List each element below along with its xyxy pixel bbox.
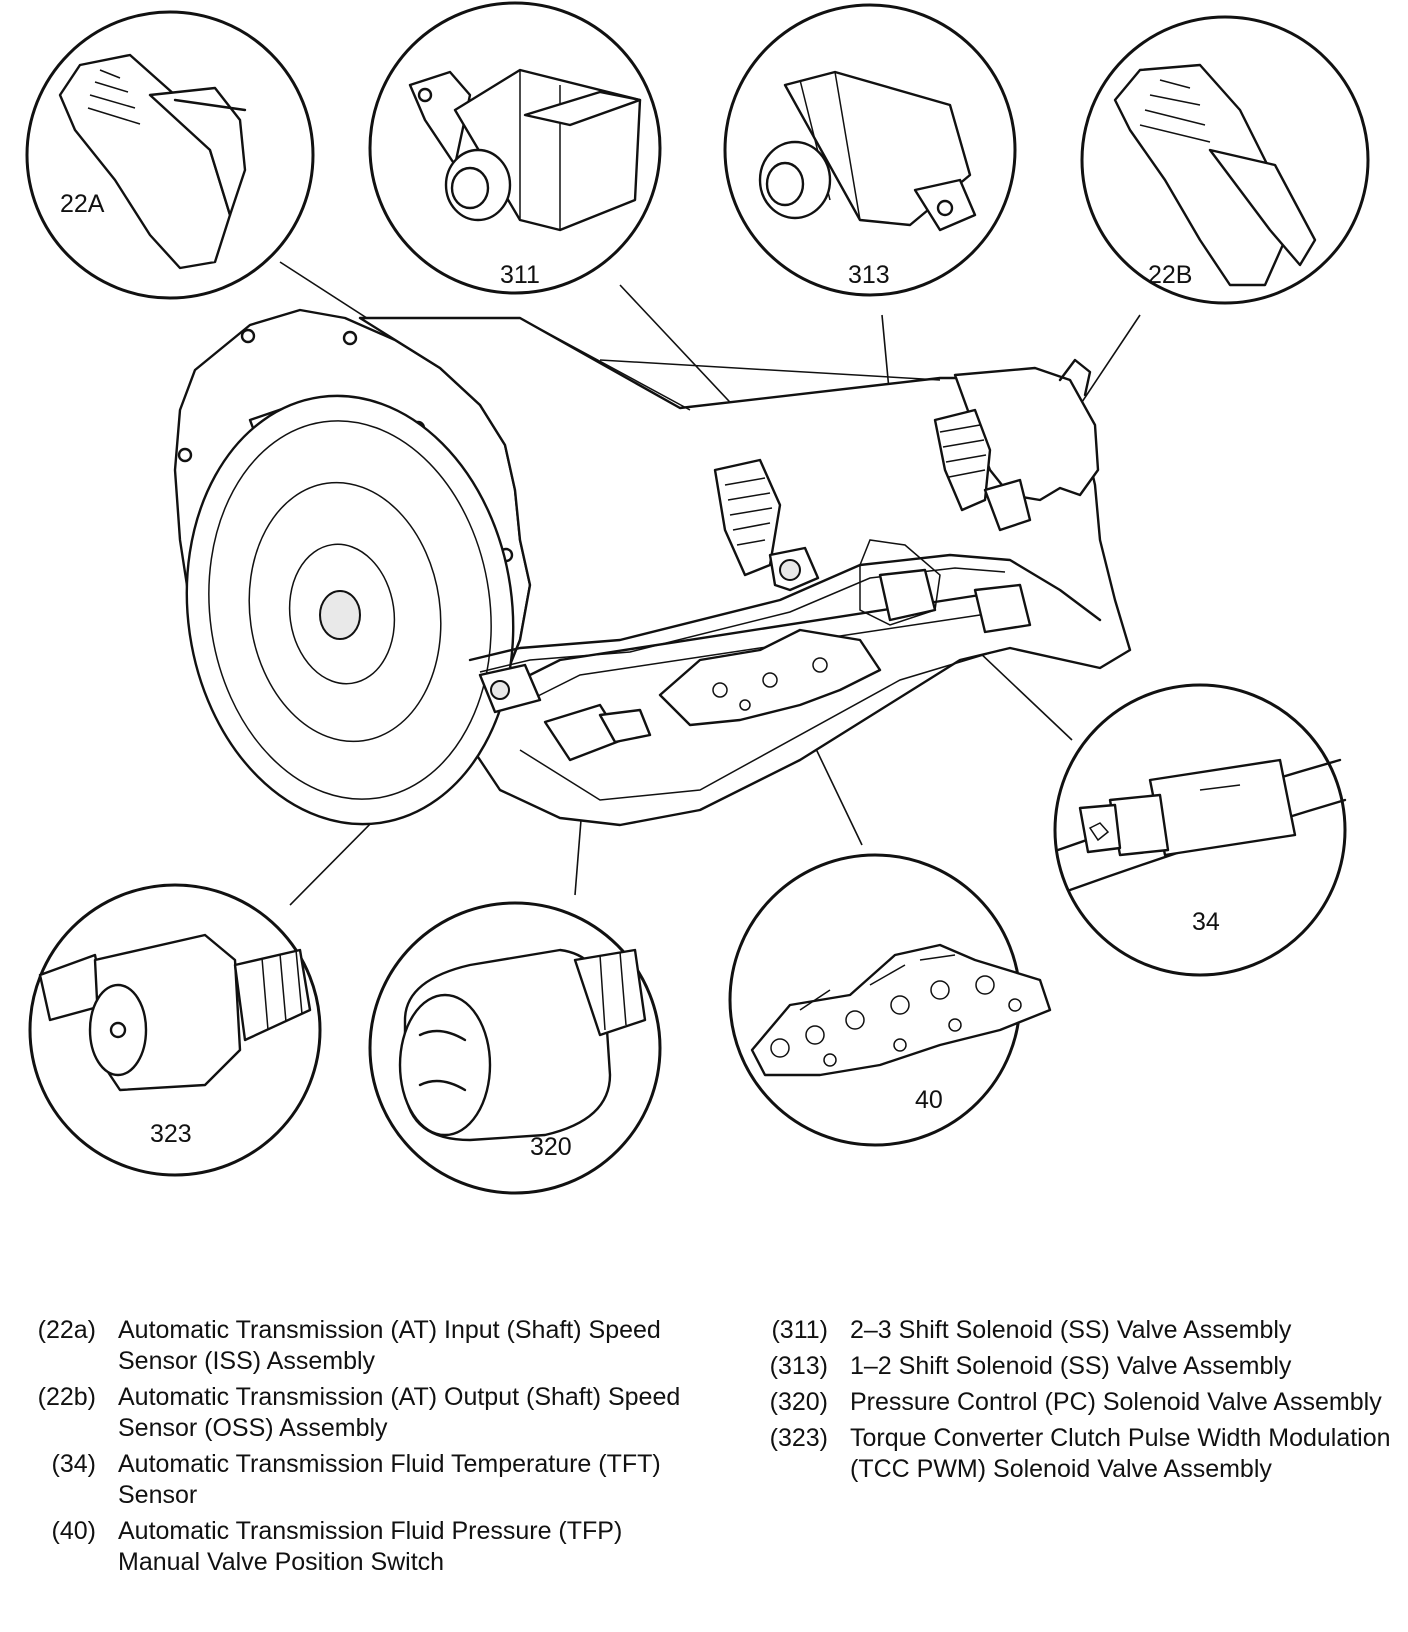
legend-number: (22b) [37,1383,96,1411]
detail-323-tcc-pwm-solenoid: 323 [28,883,322,1177]
legend-item-22a: (22a) Automatic Transmission (AT) Input … [6,1315,696,1377]
legend-text: Automatic Transmission Fluid Temperature… [118,1450,661,1509]
legend-text: Pressure Control (PC) Solenoid Valve Ass… [850,1388,1382,1416]
legend-number: (313) [769,1352,828,1380]
detail-22b-output-speed-sensor: 22B [1080,15,1370,305]
callout-320: 320 [530,1133,572,1161]
detail-320-pc-solenoid: 320 [368,901,662,1195]
legend-item-323: (323) Torque Converter Clutch Pulse Widt… [755,1423,1395,1485]
manual-valve-position-switch-installed [658,628,882,727]
legend-text: 1–2 Shift Solenoid (SS) Valve Assembly [850,1352,1292,1380]
legend-number: (320) [769,1388,828,1416]
callout-311: 311 [500,261,540,289]
detail-313-shift-solenoid: 313 [723,3,1017,297]
converter-hub [319,590,361,640]
legend-text: Automatic Transmission (AT) Output (Shaf… [118,1383,681,1442]
transmission-assembly [173,308,1132,827]
legend-number: (311) [771,1316,828,1344]
callout-323: 323 [150,1120,192,1148]
legend-item-311: (311) 2–3 Shift Solenoid (SS) Valve Asse… [755,1315,1395,1346]
detail-22a-input-speed-sensor: 22A [25,10,315,300]
detail-311-shift-solenoid: 311 [368,1,662,295]
callout-22b: 22B [1148,261,1192,289]
legend-number: (34) [51,1450,96,1478]
component-legend: (22a) Automatic Transmission (AT) Input … [0,1315,1408,1625]
callout-34: 34 [1192,908,1220,936]
legend-item-320: (320) Pressure Control (PC) Solenoid Val… [755,1387,1395,1418]
legend-number: (40) [51,1517,96,1545]
transmission-components-diagram: 22A 311 313 22B [25,1,1370,1195]
legend-item-34: (34) Automatic Transmission Fluid Temper… [6,1449,696,1511]
callout-22a: 22A [60,190,105,218]
legend-item-40: (40) Automatic Transmission Fluid Pressu… [6,1516,696,1578]
legend-item-313: (313) 1–2 Shift Solenoid (SS) Valve Asse… [755,1351,1395,1382]
legend-right-column: (311) 2–3 Shift Solenoid (SS) Valve Asse… [755,1315,1395,1490]
legend-text: 2–3 Shift Solenoid (SS) Valve Assembly [850,1316,1292,1344]
legend-text: Torque Converter Clutch Pulse Width Modu… [850,1424,1391,1483]
legend-text: Automatic Transmission (AT) Input (Shaft… [118,1316,661,1375]
legend-left-column: (22a) Automatic Transmission (AT) Input … [6,1315,696,1583]
legend-item-22b: (22b) Automatic Transmission (AT) Output… [6,1382,696,1444]
legend-number: (323) [769,1424,828,1452]
callout-313: 313 [848,261,890,289]
legend-number: (22a) [37,1316,96,1344]
detail-34-tft-sensor: 34 [1053,683,1347,977]
detail-40-tfp-switch: 40 [728,853,1052,1147]
legend-text: Automatic Transmission Fluid Pressure (T… [118,1517,623,1576]
callout-40: 40 [915,1086,943,1114]
